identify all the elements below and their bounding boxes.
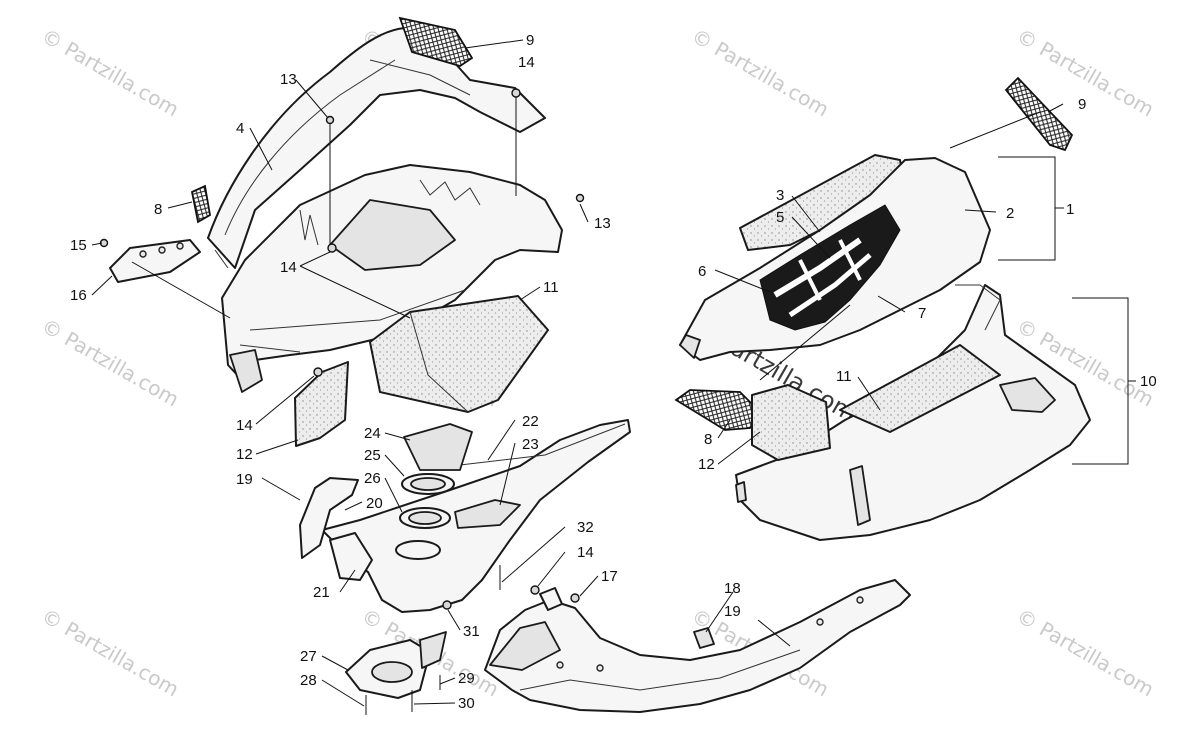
watermark: © Partzilla.com (38, 604, 184, 702)
callout-12: 12 (236, 446, 253, 463)
nut-icon (530, 585, 540, 595)
watermark: © Partzilla.com (38, 24, 184, 122)
callout-31: 31 (463, 623, 480, 640)
callout-11: 11 (543, 279, 559, 296)
callout-9: 9 (526, 32, 534, 49)
callout-24: 24 (364, 425, 381, 442)
callout-3: 3 (776, 187, 784, 204)
upper-hood-assembly (99, 16, 585, 447)
air-intake-assembly (299, 419, 631, 715)
callout-4: 4 (236, 120, 244, 137)
callout-2: 2 (1006, 205, 1014, 222)
callout-27: 27 (300, 648, 317, 665)
side-rail-assembly (484, 579, 911, 713)
callout-16: 16 (70, 287, 87, 304)
callout-9: 9 (1078, 96, 1086, 113)
callout-1: 1 (1066, 201, 1074, 218)
callout-14: 14 (280, 259, 297, 276)
callout-13: 13 (594, 215, 611, 232)
callout-32: 32 (577, 519, 594, 536)
nut-icon (313, 367, 323, 377)
callout-18: 18 (724, 580, 741, 597)
callout-15: 15 (70, 237, 87, 254)
callout-labels: 9 14 13 4 8 13 15 14 16 11 14 22 24 23 1… (70, 32, 1157, 712)
bolt-icon (575, 193, 585, 203)
callout-21: 21 (313, 584, 330, 601)
callout-14: 14 (518, 54, 535, 71)
callout-29: 29 (458, 670, 475, 687)
callout-25: 25 (364, 447, 381, 464)
callout-17: 17 (601, 568, 618, 585)
callout-5: 5 (776, 209, 784, 226)
callout-8: 8 (704, 431, 712, 448)
callout-30: 30 (458, 695, 475, 712)
callout-20: 20 (366, 495, 383, 512)
callout-14: 14 (236, 417, 253, 434)
watermark: © Partzilla.com (38, 314, 184, 412)
callout-14: 14 (577, 544, 594, 561)
bolt-icon (325, 115, 335, 125)
bolt-icon (570, 593, 580, 603)
callout-10: 10 (1140, 373, 1157, 390)
callout-22: 22 (522, 413, 539, 430)
callout-7: 7 (918, 305, 926, 322)
nut-icon (327, 243, 337, 253)
callout-12: 12 (698, 456, 715, 473)
callout-11: 11 (836, 368, 852, 385)
callout-6: 6 (698, 263, 706, 280)
callout-26: 26 (364, 470, 381, 487)
callout-19: 19 (236, 471, 253, 488)
callout-13: 13 (280, 71, 297, 88)
watermark: © Partzilla.com (1013, 604, 1159, 702)
callout-8: 8 (154, 201, 162, 218)
nut-icon (442, 600, 452, 610)
leader-lines (91, 39, 1136, 707)
callout-19: 19 (724, 603, 741, 620)
watermark: © Partzilla.com (688, 24, 834, 122)
callout-23: 23 (522, 436, 539, 453)
side-panel-assembly-lower (735, 284, 1091, 541)
callout-28: 28 (300, 672, 317, 689)
nut-icon (511, 88, 521, 98)
